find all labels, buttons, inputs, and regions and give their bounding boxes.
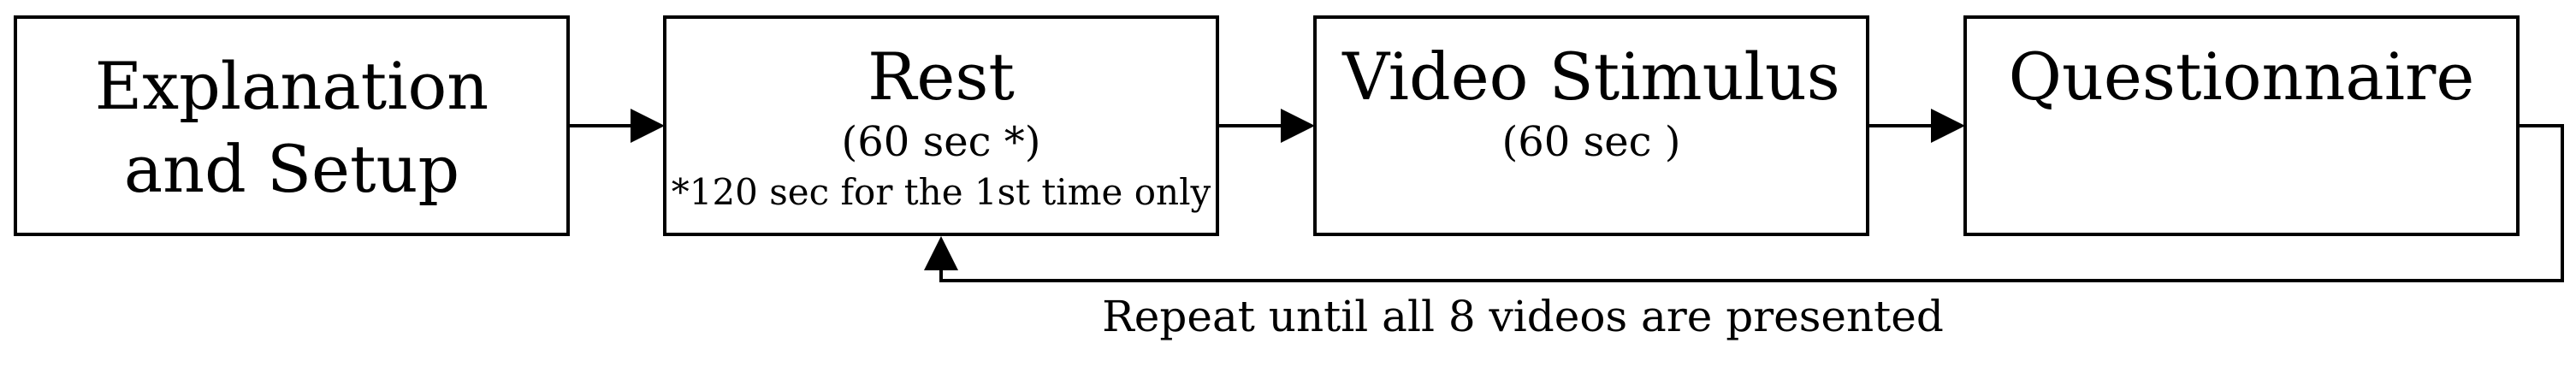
loop-back-arrow [924,124,2564,282]
step-explanation-title-line-2: and Setup [123,131,460,208]
step-questionnaire-title: Questionnaire [2008,38,2475,115]
step-rest-footnote: *120 sec for the 1st time only [671,171,1211,214]
step-questionnaire: Questionnaire [1963,15,2520,236]
step-video-title: Video Stimulus [1342,38,1840,115]
step-rest-duration: (60 sec *) [841,118,1041,167]
step-video-stimulus: Video Stimulus (60 sec ) [1313,15,1869,236]
loop-label: Repeat until all 8 videos are presented [1102,292,1944,341]
step-rest: Rest (60 sec *) *120 sec for the 1st tim… [663,15,1219,236]
step-rest-title: Rest [868,38,1015,115]
step-explanation-title-line-1: Explanation [94,48,489,124]
step-explanation-setup: Explanation and Setup [14,15,570,236]
step-video-duration: (60 sec ) [1501,118,1681,167]
